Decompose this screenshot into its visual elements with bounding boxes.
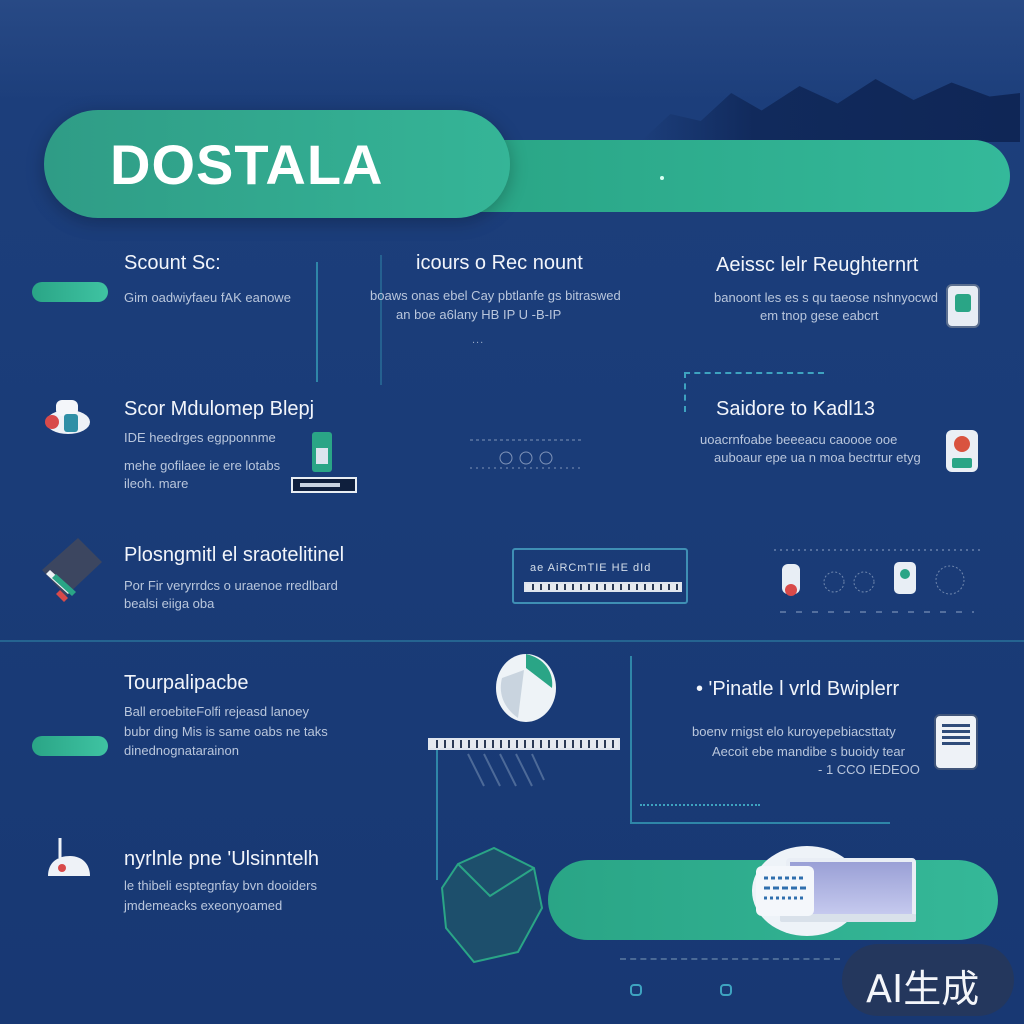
section-text: boaws onas ebel Cay pbtlanfe gs bitraswe…	[370, 288, 621, 303]
section-text: banoont les es s qu taeose nshnyocwd	[714, 290, 939, 305]
section-note: ...	[472, 334, 485, 346]
footer-node	[630, 984, 642, 996]
rack-panel	[512, 548, 688, 604]
accent-pill	[32, 282, 108, 302]
section-text: Gim oadwiyfaeu fAK eanowe	[124, 290, 291, 305]
footer-dashes	[620, 958, 840, 960]
connector-dashed	[684, 372, 686, 412]
section-heading: Aeissc lelr Reughternrt	[716, 254, 919, 276]
connector-line	[630, 656, 632, 824]
flask-icon	[44, 836, 92, 880]
section-text: ileoh. mare	[124, 476, 189, 491]
gem-icon	[494, 648, 558, 724]
page-title: DOSTALA	[110, 133, 384, 196]
watermark-text: AI生成	[866, 967, 980, 1011]
server-rack	[428, 738, 620, 750]
robot-cluster-icon	[774, 546, 984, 626]
section-heading: Scor Mdulomep Blepj	[124, 398, 315, 420]
crystal-icon	[438, 844, 550, 968]
header-dot	[660, 176, 664, 180]
section-text: Ball eroebiteFolfi rejeasd lanoey	[124, 704, 309, 719]
section-text: - 1 CCO IEDEOO	[818, 762, 920, 777]
rack-strip	[524, 582, 682, 592]
connector-line	[630, 822, 890, 824]
section-text: IDE heedrges egpponnme	[124, 430, 276, 445]
section-text: em tnop gese eabcrt	[760, 308, 879, 323]
section-text: le thibeli esptegnfay bvn dooiders	[124, 878, 317, 893]
section-text: Aecoit ebe mandibe s buoidy tear	[712, 744, 905, 759]
section-text: auboaur epe ua n moa bectrtur etyg	[714, 450, 921, 465]
section-text: Por Fir veryrrdcs o uraenoe rredlbard	[124, 578, 338, 593]
section-text: dinednognatarainon	[124, 743, 239, 758]
gamepad-icon	[44, 396, 92, 436]
top-glow	[0, 0, 1024, 100]
section-heading: Plosngmitl el sraotelitinel	[124, 544, 345, 566]
watermark-badge	[842, 944, 1014, 1016]
section-text: an boe a6lany HB IP U -B-IP	[396, 307, 562, 322]
section-divider	[0, 640, 1024, 642]
footer-node	[720, 984, 732, 996]
section-text: mehe gofilaee ie ere lotabs	[124, 458, 281, 473]
book-icon	[38, 534, 106, 606]
section-heading: • 'Pinatle l vrld Bwiplerr	[696, 678, 900, 700]
connector-line	[436, 740, 438, 880]
connector-dotted	[640, 804, 760, 806]
section-text: bealsi eiiga oba	[124, 596, 215, 611]
header-bar	[470, 140, 1010, 212]
section-heading: Scount Sc:	[124, 252, 221, 274]
printer-icon	[934, 714, 978, 770]
accent-pill	[32, 736, 108, 756]
robot-icon	[946, 430, 978, 472]
connector-dashed	[684, 372, 824, 374]
section-text: bubr ding Mis is same oabs ne taks	[124, 724, 328, 739]
section-heading: nyrlnle pne 'Ulsinntelh	[124, 848, 320, 870]
connector-line	[380, 255, 382, 385]
section-heading: icours o Rec nount	[416, 252, 583, 274]
rack-shadow	[464, 750, 548, 790]
laptop-base	[780, 914, 916, 922]
chart-card	[756, 866, 814, 916]
section-text: boenv rnigst elo kuroyepebiacsttaty	[692, 724, 896, 739]
section-text: uoacrnfoabe beeeacu caoooe ooe	[700, 432, 898, 447]
router-icon	[290, 428, 360, 496]
rack-caption: ae AiRCmTIE HE dId	[530, 562, 652, 574]
circuit-decoration	[470, 432, 582, 472]
connector-line	[316, 262, 318, 382]
section-heading: Saidore to Kadl13	[716, 398, 876, 420]
section-heading: Tourpalipacbe	[124, 672, 249, 694]
header-pill	[44, 110, 510, 218]
device-icon	[946, 284, 980, 328]
section-text: jmdemeacks exeonyoamed	[124, 898, 283, 913]
